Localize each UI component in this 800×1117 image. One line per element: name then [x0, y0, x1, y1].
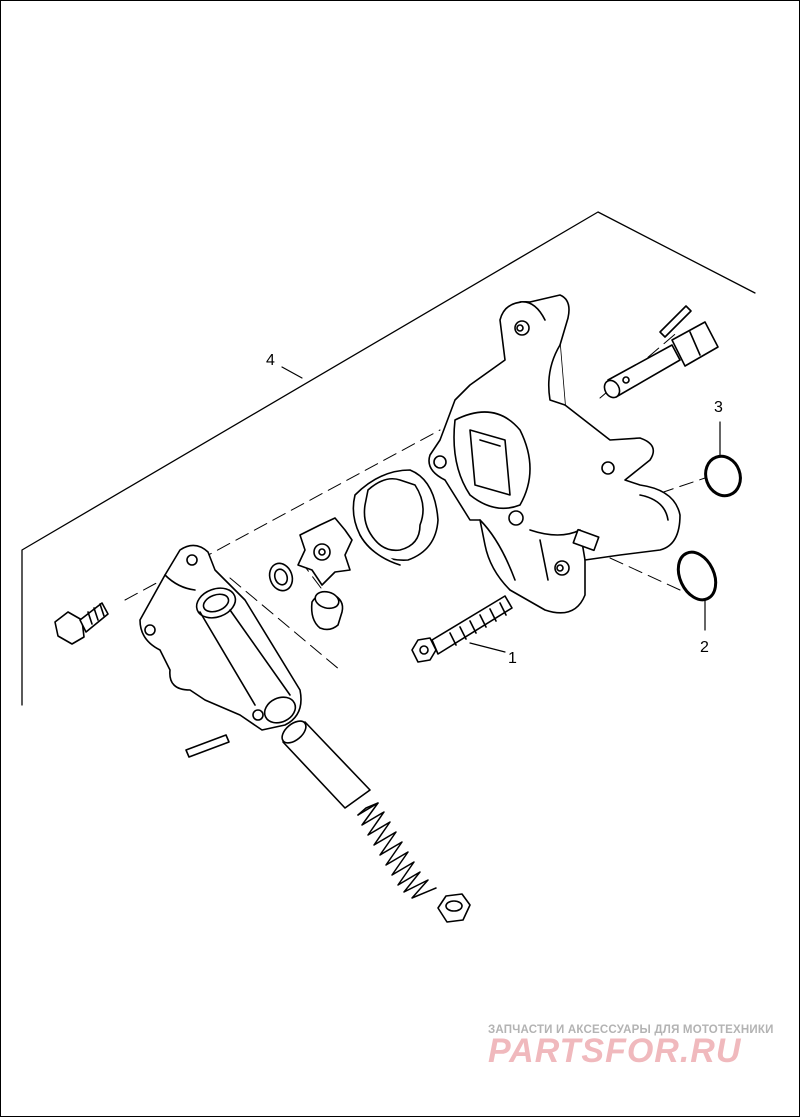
callout-2: 2 — [700, 639, 709, 656]
group-bracket — [21, 211, 756, 706]
watermark-logo: PARTSFOR.RU — [488, 1034, 742, 1068]
watermark-logo-text: PARTSFOR.RU — [488, 1034, 742, 1068]
leader-line-1 — [469, 642, 506, 653]
o-ring-large — [676, 550, 718, 602]
lock-nut — [437, 893, 471, 923]
washer — [268, 562, 294, 592]
cover-housing — [139, 544, 302, 731]
inner-gerotor — [297, 517, 353, 586]
plug-cap — [310, 590, 344, 631]
long-screw — [411, 595, 513, 663]
relief-valve-spring — [357, 802, 437, 899]
watermark-caption: ЗАПЧАСТИ И АКСЕССУАРЫ ДЛЯ МОТОТЕХНИКИ — [488, 1024, 774, 1036]
leader-lines-right — [704, 421, 721, 631]
leader-line-4 — [281, 366, 303, 379]
oil-pump-body — [428, 294, 681, 614]
o-ring-small — [704, 454, 742, 498]
callout-4: 4 — [266, 352, 275, 369]
callout-3: 3 — [714, 399, 723, 416]
outer-gerotor — [352, 469, 439, 566]
small-pin — [185, 734, 230, 758]
drive-shaft — [603, 305, 719, 399]
flange-bolt — [54, 602, 109, 645]
callout-1: 1 — [508, 650, 517, 667]
relief-valve-sleeve — [281, 720, 371, 809]
